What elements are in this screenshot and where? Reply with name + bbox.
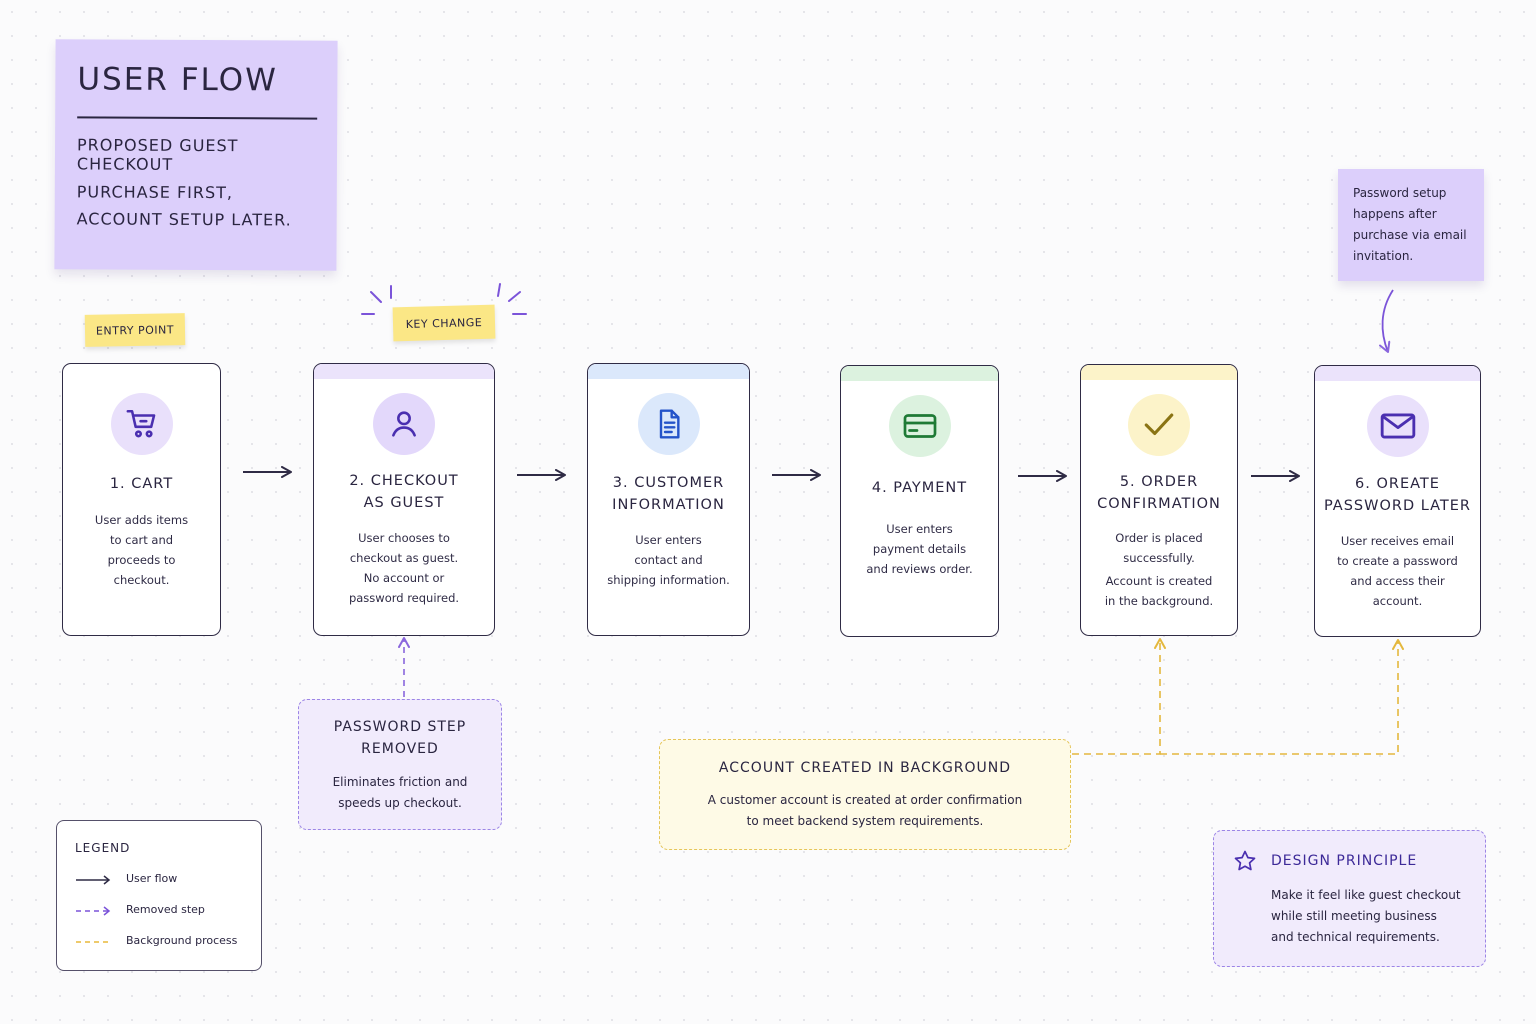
background-process-title: ACCOUNT CREATED IN BACKGROUND xyxy=(718,760,1012,776)
page-subtitle: PROPOSED GUEST CHECKOUT xyxy=(76,135,239,174)
legend-swatches xyxy=(76,875,111,943)
legend-item-removed-step: Removed step xyxy=(126,903,205,916)
background-connector-order xyxy=(1072,638,1166,755)
legend-item-user-flow: User flow xyxy=(126,872,178,885)
step-title: 1. CART xyxy=(109,476,174,492)
background-connector-password xyxy=(1160,639,1404,755)
credit-card-icon xyxy=(888,395,951,457)
document-icon xyxy=(637,393,700,455)
step-accent-band xyxy=(1315,366,1480,381)
background-process-note: ACCOUNT CREATED IN BACKGROUND A customer… xyxy=(659,739,1071,850)
design-principle-note: DESIGN PRINCIPLE Make it feel like guest… xyxy=(1213,830,1486,967)
tagline-line-1: PURCHASE FIRST, xyxy=(76,182,234,203)
background-process-description: A customer account is created at order c… xyxy=(707,793,1023,828)
step-title: 4. PAYMENT xyxy=(871,480,968,496)
key-change-tag: KEY CHANGE xyxy=(392,304,496,342)
page-title: USER FLOW xyxy=(77,61,278,99)
password-note-arrow xyxy=(1379,289,1394,353)
legend-item-background-process: Background process xyxy=(126,934,238,947)
password-setup-note: Password setup happens after purchase vi… xyxy=(1338,169,1484,281)
tagline-line-2: ACCOUNT SETUP LATER. xyxy=(76,209,292,230)
title-sticky-note: USER FLOW PROPOSED GUEST CHECKOUT PURCHA… xyxy=(54,39,338,271)
legend-title: LEGEND xyxy=(75,841,131,855)
step-accent-band xyxy=(1081,365,1237,380)
entry-point-tag: ENTRY POINT xyxy=(84,313,186,347)
title-underline xyxy=(77,116,318,120)
design-principle-title: DESIGN PRINCIPLE xyxy=(1271,853,1418,869)
step-accent-band xyxy=(841,366,998,381)
step-accent-band xyxy=(588,364,749,379)
user-icon xyxy=(373,393,435,455)
star-icon xyxy=(1233,849,1257,877)
envelope-icon xyxy=(1366,395,1429,457)
checkmark-icon xyxy=(1128,394,1190,456)
password-setup-note-text: Password setup happens after purchase vi… xyxy=(1353,186,1467,263)
step-accent-band xyxy=(314,364,494,379)
legend: LEGEND User flow Removed step Background… xyxy=(56,820,262,971)
cart-icon xyxy=(110,393,173,455)
